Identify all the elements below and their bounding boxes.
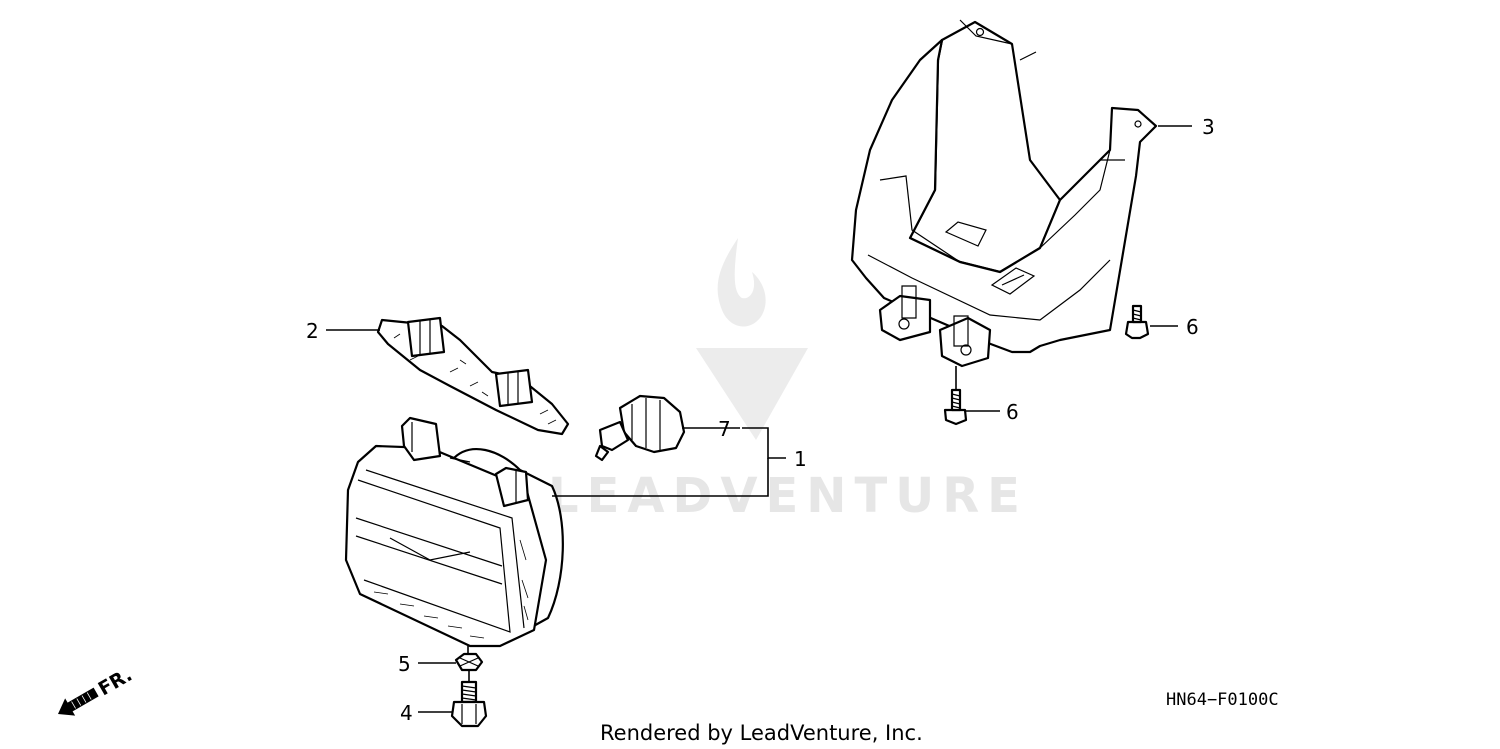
- bolt-6-right[interactable]: [1124, 304, 1150, 340]
- callout-6-right: 6: [1186, 315, 1199, 339]
- callout-2: 2: [306, 319, 319, 343]
- bolt-6-lower[interactable]: [943, 388, 968, 426]
- callout-6-lower: 6: [1006, 400, 1019, 424]
- diagram-code: HN64−F0100C: [1166, 690, 1279, 710]
- callout-4: 4: [400, 701, 413, 725]
- callout-7: 7: [718, 417, 731, 441]
- callout-5: 5: [398, 652, 411, 676]
- render-credit: Rendered by LeadVenture, Inc.: [600, 721, 923, 745]
- headlight-case[interactable]: [850, 19, 1158, 368]
- lock-washer[interactable]: [454, 652, 484, 672]
- front-label: FR.: [95, 664, 136, 701]
- front-arrow-icon: [58, 687, 99, 716]
- watermark-logo-v: [696, 348, 808, 440]
- callout-1: 1: [794, 447, 807, 471]
- callout-3: 3: [1202, 115, 1215, 139]
- front-direction-indicator: FR.: [58, 664, 136, 716]
- bolt-4[interactable]: [450, 680, 488, 728]
- leader-lines: [326, 125, 1192, 713]
- headlight-bulb[interactable]: [594, 394, 686, 462]
- headlight-stay[interactable]: [376, 316, 570, 436]
- watermark-logo-flame: [717, 238, 766, 327]
- headlight-unit[interactable]: [344, 416, 564, 648]
